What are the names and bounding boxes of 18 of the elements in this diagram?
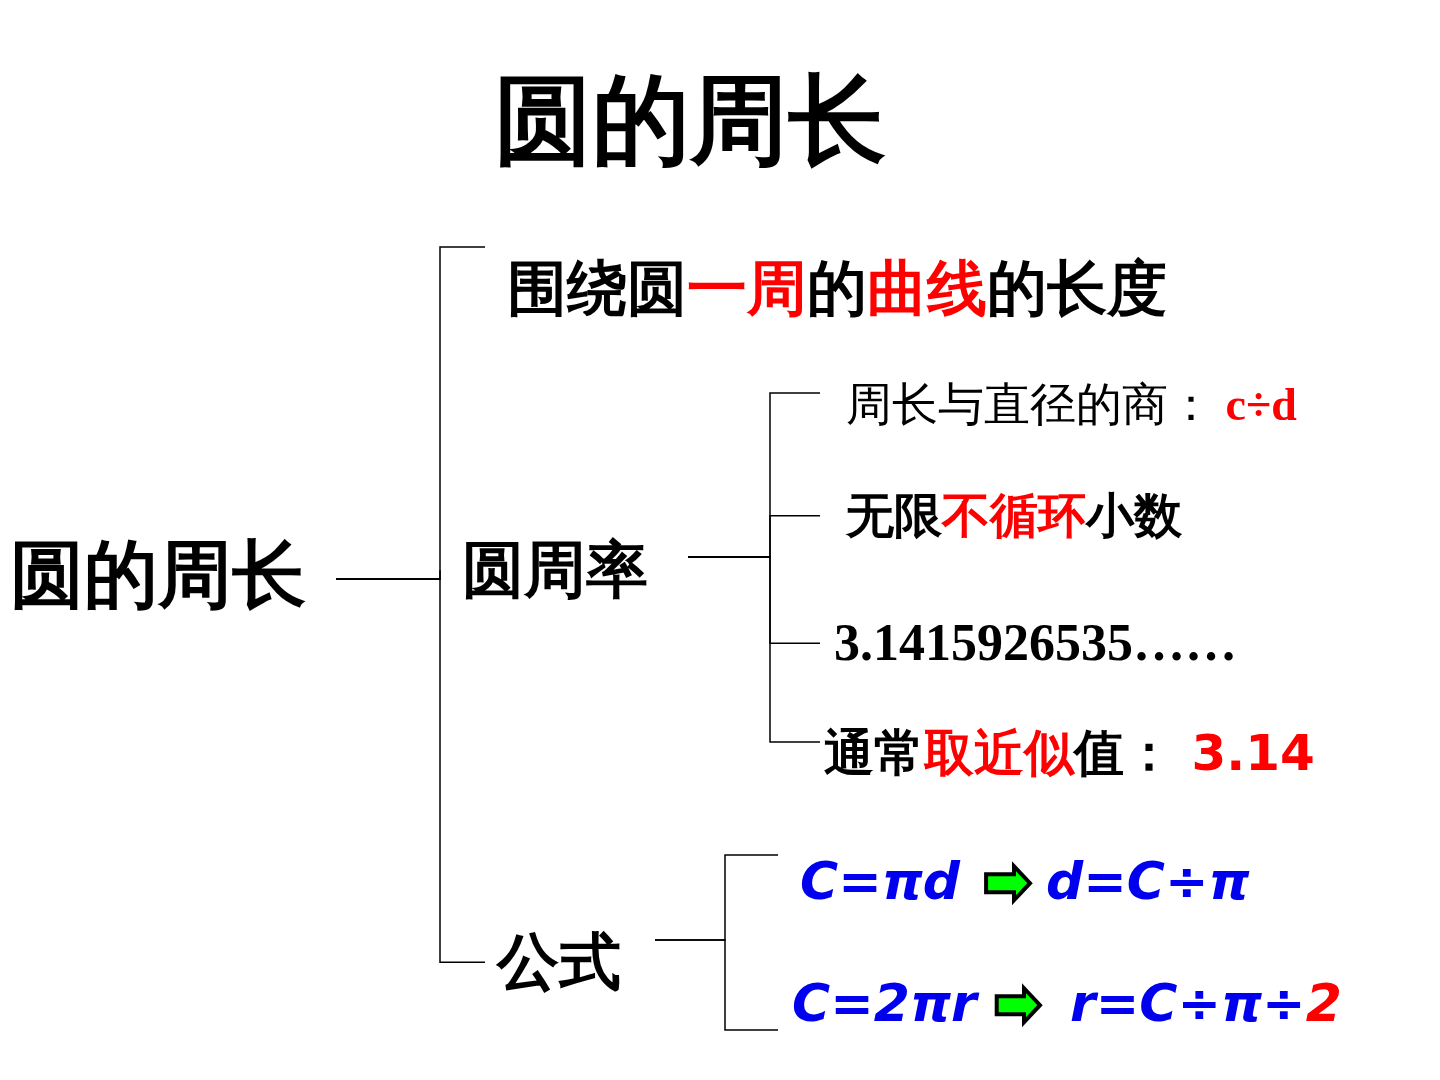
formula-text: C=2πr <box>778 972 997 1035</box>
bracket-connector <box>335 578 486 963</box>
text-label: 无限不循环小数 <box>820 487 1182 545</box>
text-label: 围绕圆一周的曲线的长度 <box>485 252 1167 324</box>
bracket-connector <box>687 556 821 743</box>
title: 圆的周长 <box>494 62 886 179</box>
branch-label: 公式 <box>485 925 655 1000</box>
formula-text: d=C÷π <box>1030 850 1250 913</box>
topic-label: 圆的周长 <box>10 530 336 619</box>
text-label: 周长与直径的商： c÷d <box>820 377 1297 433</box>
block-arrow <box>984 861 1033 906</box>
formula-text: C=πd <box>778 850 987 913</box>
text-label: 通常取近似值： 3.14 <box>820 723 1315 783</box>
block-arrow <box>994 983 1043 1028</box>
bracket-connector <box>654 939 779 1031</box>
branch-label: 圆周率 <box>440 533 688 608</box>
formula-text: r=C÷π÷2 <box>1040 972 1342 1035</box>
text-label: 3.1415926535…… <box>820 612 1237 675</box>
